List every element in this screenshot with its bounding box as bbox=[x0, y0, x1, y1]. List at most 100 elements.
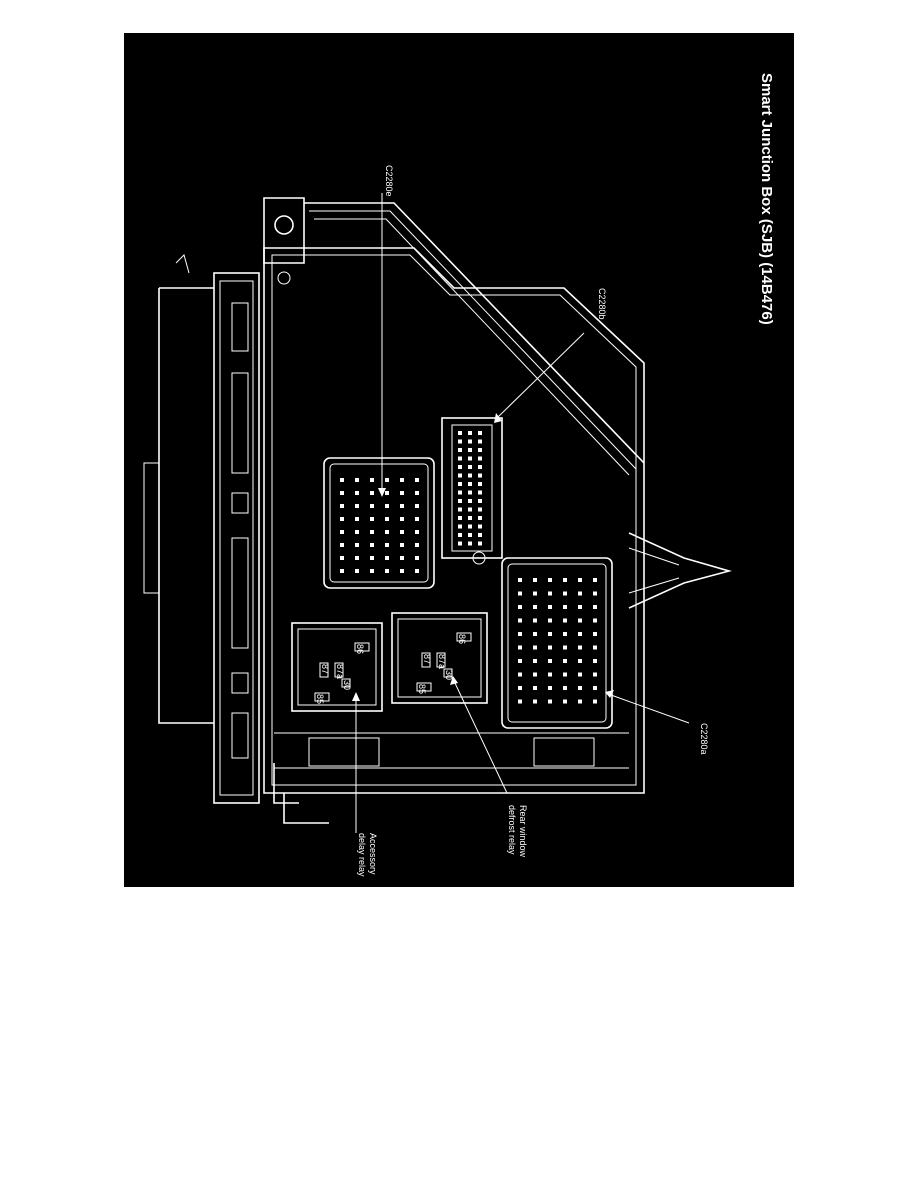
c2280e-pin bbox=[370, 504, 374, 508]
c2280b-pin bbox=[458, 490, 462, 495]
c2280e-pin bbox=[415, 556, 419, 560]
c2280b-pin bbox=[458, 465, 462, 469]
accessory-relay-terminal bbox=[314, 692, 330, 702]
c2280a-pin bbox=[548, 632, 552, 636]
c2280a-pin bbox=[533, 591, 537, 596]
c2280e-pin bbox=[385, 543, 389, 547]
c2280e-pin bbox=[355, 491, 359, 495]
c2280a-pin bbox=[593, 686, 597, 690]
junction-box-figure: Smart Junction Box (SJB) (14B476) bbox=[124, 33, 794, 887]
c2280b-pin bbox=[468, 448, 472, 452]
c2280b-pin bbox=[468, 516, 472, 520]
c2280a-pin bbox=[563, 645, 567, 650]
c2280e-pin bbox=[370, 569, 374, 573]
c2280e-pin bbox=[355, 569, 359, 573]
c2280a-pin bbox=[518, 632, 522, 636]
left-edge-strip bbox=[143, 254, 260, 804]
c2280e-pin bbox=[355, 543, 359, 547]
c2280b-pin bbox=[478, 456, 482, 461]
c2280a-pin bbox=[533, 645, 537, 650]
c2280a-pin bbox=[548, 578, 552, 582]
c2280e-pin bbox=[370, 491, 374, 495]
c2280a-pin bbox=[578, 605, 582, 609]
c2280b-pin bbox=[478, 499, 482, 503]
mounting-ear bbox=[263, 197, 486, 565]
rear-defrost-relay-terminal bbox=[456, 632, 472, 642]
c2280e-pin bbox=[385, 491, 389, 495]
c2280a-pin bbox=[548, 591, 552, 596]
c2280a-pin bbox=[518, 645, 522, 650]
c2280a-pin bbox=[548, 672, 552, 677]
accessory-relay-terminal-label: 87a bbox=[335, 664, 345, 679]
c2280e-pin bbox=[415, 530, 419, 534]
c2280a-pin bbox=[518, 686, 522, 690]
c2280a-pin bbox=[518, 659, 522, 663]
c2280a-pin bbox=[548, 605, 552, 609]
c2280a-pin bbox=[563, 618, 567, 623]
c2280b-pin bbox=[468, 456, 472, 461]
c2280e-pin bbox=[415, 543, 419, 547]
c2280b-pin bbox=[478, 507, 482, 512]
c2280e-pin bbox=[340, 543, 344, 547]
c2280e-pin bbox=[370, 517, 374, 521]
c2280e-pin bbox=[370, 530, 374, 534]
c2280a-pin bbox=[548, 618, 552, 623]
c2280b-pin bbox=[458, 541, 462, 546]
accessory-relay-terminal bbox=[319, 662, 329, 678]
c2280e-pin bbox=[370, 478, 374, 482]
c2280e-pin bbox=[400, 517, 404, 521]
c2280a-pin bbox=[533, 672, 537, 677]
c2280b-pin bbox=[468, 431, 472, 435]
c2280e-pin bbox=[340, 530, 344, 534]
c2280b-pin bbox=[478, 482, 482, 486]
c2280a-pin bbox=[533, 659, 537, 663]
c2280a-pin bbox=[548, 659, 552, 663]
c2280e-pin bbox=[415, 504, 419, 508]
c2280a-pin bbox=[593, 591, 597, 596]
c2280a-pin bbox=[593, 605, 597, 609]
connector-c2280b bbox=[441, 417, 503, 559]
c2280a-pin bbox=[578, 659, 582, 663]
c2280a-pin bbox=[593, 645, 597, 650]
c2280b-pin bbox=[468, 465, 472, 469]
c2280a-pin bbox=[518, 618, 522, 623]
c2280b-pin bbox=[458, 507, 462, 512]
c2280a-pin bbox=[533, 699, 537, 704]
c2280a-pin bbox=[563, 591, 567, 596]
c2280a-pin bbox=[578, 618, 582, 623]
callout-c2280a: C2280a bbox=[699, 723, 709, 755]
c2280b-pin bbox=[478, 541, 482, 546]
c2280a-pin bbox=[578, 672, 582, 677]
c2280e-pin bbox=[385, 530, 389, 534]
c2280e-pin bbox=[400, 478, 404, 482]
c2280a-pin bbox=[533, 605, 537, 609]
callout-c2280b: C2280b bbox=[597, 288, 607, 320]
c2280b-pin bbox=[458, 516, 462, 520]
callout-lines bbox=[352, 193, 690, 833]
c2280a-pin bbox=[548, 686, 552, 690]
c2280b-pin bbox=[468, 533, 472, 537]
c2280a-pin bbox=[593, 659, 597, 663]
c2280e-pin bbox=[355, 504, 359, 508]
c2280a-pin bbox=[593, 632, 597, 636]
c2280a-pin bbox=[578, 645, 582, 650]
rear-defrost-relay-terminal bbox=[416, 682, 432, 692]
c2280e-pin bbox=[415, 569, 419, 573]
c2280e-pin bbox=[385, 556, 389, 560]
c2280a-pin bbox=[563, 578, 567, 582]
callout-rear-defrost-line1: Rear window bbox=[518, 805, 528, 858]
c2280b-pin-grid bbox=[458, 431, 482, 546]
rear-defrost-relay-terminal bbox=[436, 652, 446, 668]
c2280a-pin bbox=[533, 686, 537, 690]
c2280e-pin bbox=[340, 569, 344, 573]
c2280e-pin bbox=[400, 556, 404, 560]
c2280b-pin bbox=[468, 499, 472, 503]
c2280e-pin bbox=[355, 530, 359, 534]
c2280b-pin bbox=[458, 456, 462, 461]
bottom-details bbox=[273, 732, 629, 824]
callout-accessory-line1: Accessory bbox=[368, 833, 378, 875]
rear-defrost-relay-terminal-label: 87 bbox=[422, 654, 432, 664]
c2280b-pin bbox=[478, 448, 482, 452]
